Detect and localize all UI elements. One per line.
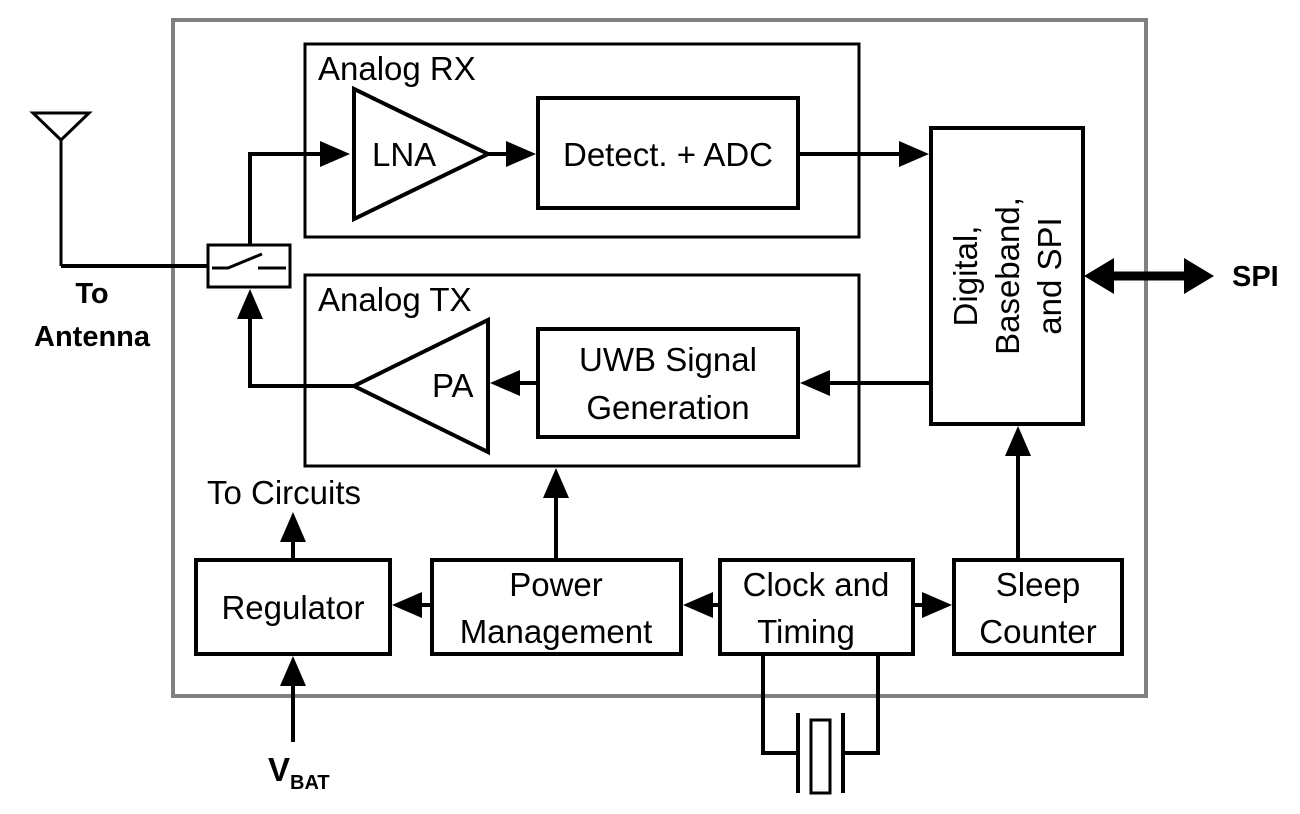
pa-to-switch-wire — [248, 316, 354, 388]
digital-label-line3: and SPI — [1031, 217, 1068, 334]
switch-input-arrow-icon — [237, 289, 263, 319]
detect-adc-block — [536, 96, 800, 210]
sleep-counter-block — [952, 558, 1124, 656]
regulator-block — [194, 558, 392, 656]
antenna-icon — [29, 111, 93, 143]
detect-input-arrow-icon — [506, 141, 536, 167]
pa-input-arrow-icon — [490, 370, 520, 396]
vbat-label-subscript: BAT — [290, 772, 330, 794]
digital-input-arrow-icon — [899, 141, 929, 167]
spi-arrow-left-icon — [1084, 258, 1114, 294]
digital-label-line1: Digital, — [947, 226, 984, 327]
digital-label-line2: Baseband, — [989, 197, 1026, 355]
clock-label-line2: Timing — [757, 613, 855, 650]
digital-wake-arrow-icon — [1005, 426, 1031, 456]
regulator-input-arrow-icon — [392, 592, 422, 618]
vbat-label-main: V — [268, 751, 290, 788]
spi-label: SPI — [1232, 261, 1279, 293]
regulator-label: Regulator — [221, 589, 364, 626]
to-antenna-label-line2: Antenna — [34, 321, 151, 353]
clock-label-line1: Clock and — [743, 566, 890, 603]
lna-amplifier-icon — [352, 85, 493, 223]
power-label-line2: Management — [460, 613, 653, 650]
tx-rx-switch — [206, 243, 292, 289]
switch-symbol-icon — [212, 252, 286, 270]
lna-input-arrow-icon — [320, 141, 350, 167]
crystal-wire-right — [843, 654, 880, 755]
to-circuits-arrow-icon — [280, 512, 306, 542]
power-label-line1: Power — [509, 566, 603, 603]
lna-label: LNA — [372, 136, 436, 173]
to-circuits-label: To Circuits — [207, 474, 361, 511]
pa-label: PA — [432, 367, 474, 404]
pa-amplifier-icon — [349, 316, 490, 456]
uwb-input-arrow-icon — [800, 370, 830, 396]
vbat-label: VBAT — [268, 751, 330, 794]
switch-to-lna-wire — [248, 152, 322, 245]
spi-arrow-right-icon — [1184, 258, 1214, 294]
to-antenna-label-line1: To — [75, 278, 108, 310]
analog-rx-label: Analog RX — [318, 50, 476, 87]
analog-tx-label: Analog TX — [318, 281, 472, 318]
uwb-label-line1: UWB Signal — [579, 341, 757, 378]
sleep-label-line1: Sleep — [996, 566, 1080, 603]
crystal-icon — [809, 718, 832, 795]
crystal-wire-left — [761, 654, 798, 755]
sleep-input-arrow-icon — [922, 592, 952, 618]
sleep-label-line2: Counter — [979, 613, 1096, 650]
digital-baseband-spi-block — [929, 126, 1085, 426]
detect-adc-label: Detect. + ADC — [563, 136, 773, 173]
power-input-arrow-icon — [683, 592, 713, 618]
tx-power-arrow-icon — [543, 468, 569, 498]
vbat-arrow-icon — [280, 656, 306, 686]
uwb-label-line2: Generation — [586, 389, 749, 426]
